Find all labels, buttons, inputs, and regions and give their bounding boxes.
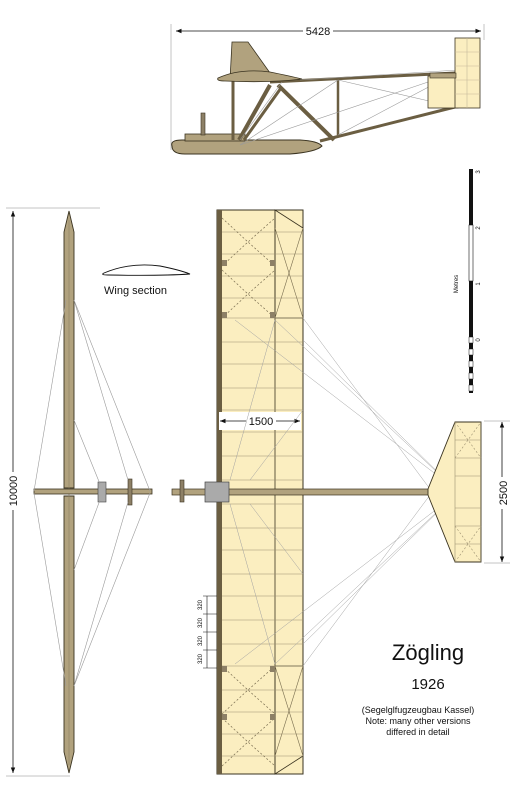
fuselage-front [33,488,153,495]
tail-span-label: 2500 [498,481,510,505]
aircraft-year: 1926 [411,676,444,693]
wing-ribs [222,231,303,757]
svg-text:2: 2 [476,226,482,230]
svg-text:320: 320 [198,599,204,610]
scale-unit-label: Metres [454,275,460,293]
svg-text:320: 320 [198,617,204,628]
bracing-wires [229,317,456,667]
rudder-side [454,37,481,109]
svg-text:320: 320 [198,635,204,646]
manufacturer-label: (Segelglfugzeugbau Kassel) [362,705,475,715]
tailplane-top [427,421,482,563]
chord-label: 1500 [249,416,273,428]
cockpit-seat [204,481,230,503]
title-block: Zögling 1926 (Segelglfugzeugbau Kassel) … [362,640,475,737]
scale-bar: 3 2 1 0 Metres [454,169,482,393]
note-line-1: Note: many other versions [365,716,471,726]
aircraft-name: Zögling [392,640,464,665]
svg-text:1: 1 [476,282,482,286]
side-view: 5428 [170,24,485,155]
rib-spacing-dimensions: 320 320 320 320 [198,595,217,669]
landing-skid [171,139,323,155]
note-line-2: differed in detail [386,727,449,737]
top-view: 1500 [171,209,510,775]
fuselage-length-label: 5428 [306,26,330,38]
tailplane-side [427,75,459,109]
wing-profile-side [217,70,303,83]
wing-section-label: Wing section [104,285,167,297]
airfoil-profile [102,264,191,276]
svg-text:320: 320 [198,653,204,664]
svg-text:3: 3 [476,170,482,174]
wing-section: Wing section [102,264,191,297]
front-view: 10000 [6,207,153,777]
svg-text:0: 0 [476,338,482,342]
wingspan-label: 10000 [8,476,20,507]
